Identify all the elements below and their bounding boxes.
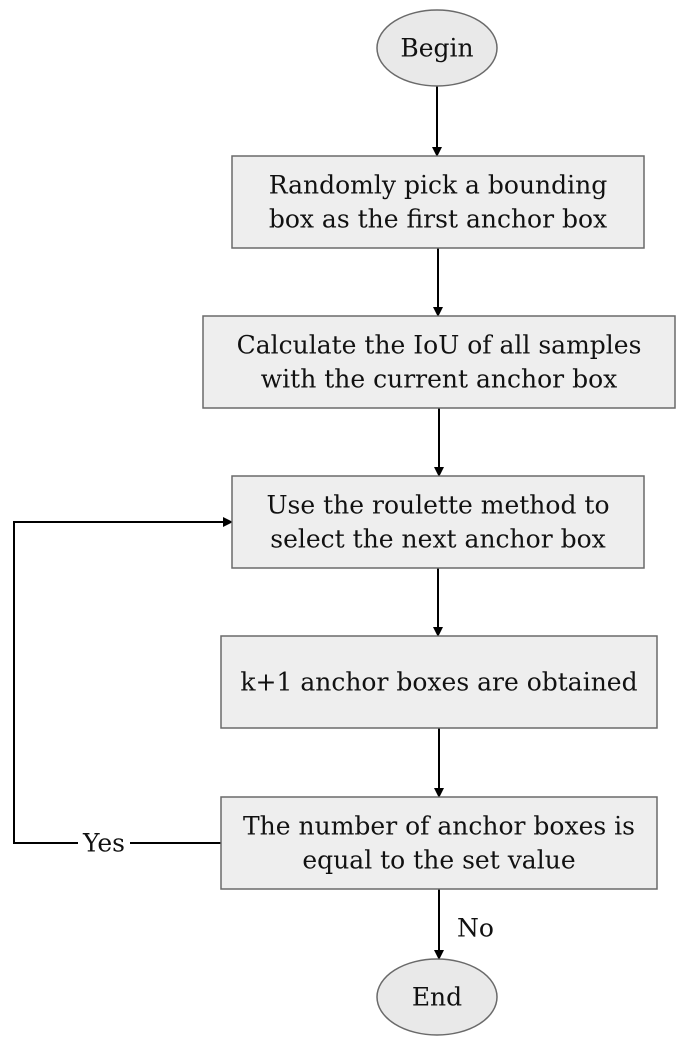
node-check: The number of anchor boxes is equal to th… bbox=[220, 796, 658, 890]
node-obtained-shape bbox=[220, 635, 658, 729]
node-roulette-label-line-0: Use the roulette method to bbox=[266, 491, 609, 520]
node-begin-label-line-0: Begin bbox=[400, 34, 473, 63]
node-begin: Begin bbox=[376, 9, 498, 87]
node-end: End bbox=[376, 958, 498, 1036]
node-end-label-line-0: End bbox=[412, 983, 462, 1012]
node-check-label-line-1: equal to the set value bbox=[302, 846, 575, 875]
node-check-shape bbox=[220, 796, 658, 890]
node-iou-label-line-0: Calculate the IoU of all samples bbox=[237, 331, 642, 360]
node-end-shape bbox=[376, 958, 498, 1036]
node-check-label-line-0: The number of anchor boxes is bbox=[243, 812, 635, 841]
node-iou-label-line-1: with the current anchor box bbox=[261, 365, 617, 394]
node-pick-label-line-0: Randomly pick a bounding bbox=[269, 171, 608, 200]
node-pick: Randomly pick a bounding box as the first… bbox=[231, 155, 645, 249]
node-begin-shape bbox=[376, 9, 498, 87]
edge-check-to-roulette bbox=[13, 517, 233, 844]
node-iou: Calculate the IoU of all samples with the… bbox=[202, 315, 676, 409]
edge-check-to-roulette-label: Yes bbox=[82, 829, 125, 858]
node-roulette-label-line-1: select the next anchor box bbox=[270, 525, 606, 554]
edge-check-to-roulette-label-bg bbox=[78, 827, 130, 859]
node-roulette-shape bbox=[231, 475, 645, 569]
node-roulette: Use the roulette method to select the nex… bbox=[231, 475, 645, 569]
node-iou-shape bbox=[202, 315, 676, 409]
node-pick-shape bbox=[231, 155, 645, 249]
node-pick-label-line-1: box as the first anchor box bbox=[269, 205, 607, 234]
node-obtained-label-line-0: k+1 anchor boxes are obtained bbox=[240, 668, 637, 697]
node-obtained: k+1 anchor boxes are obtained bbox=[220, 635, 658, 729]
edge-check-to-end-label: No bbox=[457, 914, 494, 943]
